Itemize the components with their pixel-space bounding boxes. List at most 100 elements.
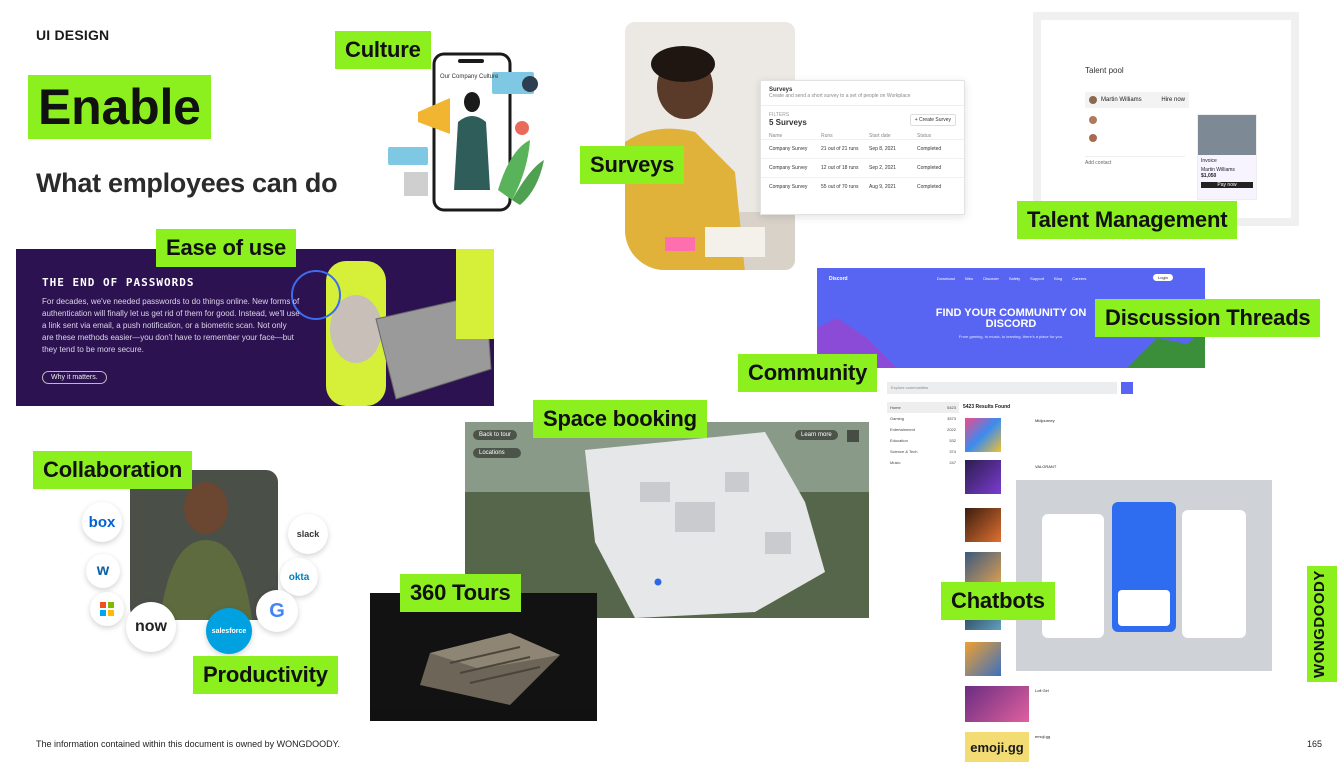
tag-culture: Culture [335,31,431,69]
tours-viewer [370,593,597,721]
category-label: Education [890,438,908,443]
avatar [1089,134,1097,142]
invoice-name: Martin Williams [1201,167,1235,173]
tag-ease-of-use: Ease of use [156,229,297,267]
category-item[interactable]: Home 5423 [887,402,959,413]
category-count: 374 [949,449,956,454]
collab-photo [130,470,278,620]
server-name[interactable]: Midjourney [1035,418,1055,423]
brand-bar: WONGDOODY [1307,566,1337,682]
category-item[interactable]: Science & Tech 374 [887,446,959,457]
invoice-photo [1198,115,1256,155]
table-row[interactable]: Company Survey 12 out of 18 runs Sep 2, … [761,158,964,177]
table-row[interactable]: Company Survey 55 out of 70 runs Aug 9, … [761,177,964,196]
avatar [1089,116,1097,124]
invoice-amount: $1,050 [1201,173,1217,179]
table-row[interactable]: Company Survey 21 out of 21 runs Sep 8, … [761,139,964,158]
space-booking-map: Back to tour Locations Learn more [465,422,869,618]
tag-community: Community [738,354,878,392]
nav-link[interactable]: Careers [1072,276,1087,281]
server-thumb[interactable] [965,642,1001,676]
create-survey-button[interactable]: + Create Survey [909,114,956,126]
server-name[interactable]: VALORANT [1035,464,1057,469]
category-count: 5423 [947,405,956,410]
why-it-matters-button[interactable]: Why it matters. [42,371,107,384]
section-label: UI DESIGN [36,27,110,43]
server-thumb[interactable] [965,418,1001,452]
tag-space-booking: Space booking [533,400,707,438]
table-cell: Sep 2, 2021 [869,165,896,171]
salesforce-logo-icon: salesforce [206,608,252,654]
culture-illustration: Our Company Culture [380,40,550,215]
nav-link[interactable]: Nitro [964,276,974,281]
explore-search-input[interactable]: Explore communities [887,382,1117,394]
invoice-label: Invoice [1201,158,1217,164]
nav-link[interactable]: Discover [983,276,999,281]
nav-link[interactable]: Support [1030,276,1045,281]
category-label: Music [890,460,901,465]
chat-card [1118,590,1170,626]
passwords-body: For decades, we've needed passwords to d… [42,297,300,354]
hero-line: DISCORD [985,318,1037,330]
login-button[interactable]: Login [1153,274,1173,281]
results-count: 5423 Results Found [963,404,1011,410]
tag-discussion-threads: Discussion Threads [1095,299,1321,337]
tag-360-tours: 360 Tours [400,574,521,612]
emoji-gg-logo[interactable]: emoji.gg [965,732,1029,762]
discord-page: Discord Download Nitro Discover Safety S… [817,268,1205,762]
table-cell: Company Survey [769,146,808,152]
table-cell: Sep 8, 2021 [869,146,896,152]
server-name[interactable]: emoji.gg [1035,734,1051,739]
surveys-table-header: Name Runs Start date Status [761,133,964,139]
talent-row[interactable]: Martin Williams Hire now [1085,92,1189,108]
category-count: 532 [949,438,956,443]
box-logo-icon: box [82,502,122,542]
discord-logo: Discord [829,276,848,282]
surveys-app-subtitle: Create and send a short survey to a set … [769,93,911,99]
google-logo-icon: G [256,590,298,632]
nav-link[interactable]: Download [937,276,955,281]
discord-hero-title: FIND YOUR COMMUNITY ON DISCORD [817,308,1205,330]
servicenow-logo-icon: now [126,602,176,652]
learn-more-button[interactable]: Learn more [795,430,838,440]
table-cell: Aug 9, 2021 [869,184,896,190]
locations-dropdown[interactable]: Locations [473,448,521,458]
server-thumb[interactable] [965,686,1029,722]
column-header: Start date [869,133,891,139]
search-button[interactable] [1121,382,1133,394]
add-contact-button[interactable]: Add contact [1085,156,1185,166]
hero-line: FIND YOUR COMMUNITY ON [935,307,1087,319]
pay-now-button[interactable]: Pay now [1201,182,1253,188]
talent-person: Martin Williams [1101,97,1142,103]
column-header: Runs [821,133,833,139]
nav-link[interactable]: Blog [1054,276,1063,281]
discord-hero-sub: From gaming, to music, to learning, ther… [958,334,1064,339]
server-thumb[interactable] [965,460,1001,494]
server-thumb[interactable] [965,508,1001,542]
workday-logo-icon: w [86,554,120,588]
table-cell: Completed [917,184,942,190]
nav-link[interactable]: Safety [1008,276,1021,281]
page-title: Enable [28,75,211,139]
chatbots-card [1016,480,1272,671]
hire-now-button[interactable]: Hire now [1161,97,1185,103]
table-cell: 12 out of 18 runs [821,165,859,171]
server-name[interactable]: Lofi Girl [1035,688,1049,693]
talent-pool-title: Talent pool [1085,66,1124,75]
chat-screen-emoji [1112,502,1176,632]
microsoft-logo-icon [90,592,124,626]
tag-chatbots: Chatbots [941,582,1055,620]
discord-hero: Discord Download Nitro Discover Safety S… [817,268,1205,368]
category-label: Home [890,405,901,410]
category-label: Science & Tech [890,449,918,454]
tag-collaboration: Collaboration [33,451,193,489]
back-to-tour-button[interactable]: Back to tour [473,430,518,440]
grid-icon[interactable] [847,430,859,442]
okta-logo-icon: okta [280,558,318,596]
server-thumb[interactable] [965,552,1001,586]
category-item[interactable]: Education 532 [887,435,959,446]
brand-name: WONGDOODY [1311,570,1328,678]
